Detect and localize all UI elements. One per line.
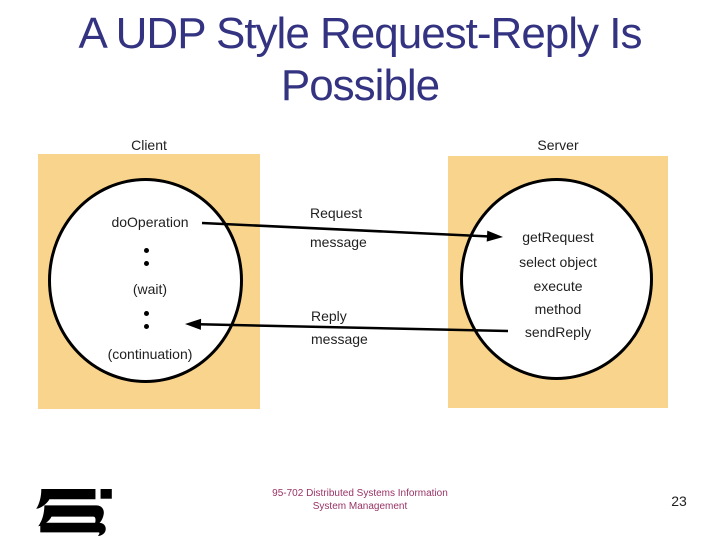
client-label: Client — [131, 137, 167, 153]
server-process-ellipse — [460, 178, 653, 380]
ellipsis-dot — [144, 248, 149, 253]
page-number: 23 — [671, 493, 687, 509]
client-process-ellipse — [48, 178, 243, 383]
server-step-method: method — [534, 301, 582, 317]
server-step-getrequest: getRequest — [522, 229, 594, 245]
server-label: Server — [537, 137, 579, 153]
ellipsis-dot — [144, 311, 149, 316]
school-logo — [36, 489, 112, 536]
client-step-continuation: (continuation) — [107, 346, 193, 362]
request-arrow-label-line1: Request — [310, 205, 363, 221]
server-step-select-object: select object — [519, 254, 597, 270]
server-step-execute: execute — [533, 278, 583, 294]
footer-course-line2: System Management — [312, 501, 408, 512]
ellipsis-dot — [144, 324, 149, 329]
page-title: A UDP Style Request-Reply Is Possible — [0, 8, 720, 112]
reply-arrow-label-line2: message — [311, 331, 368, 347]
reply-arrow-label-line1: Reply — [311, 308, 347, 324]
client-step-wait: (wait) — [132, 281, 168, 297]
request-arrow-label-line2: message — [310, 234, 367, 250]
footer-course-text: 95-702 Distributed Systems Information S… — [0, 487, 720, 513]
title-line-2: Possible — [280, 61, 440, 110]
title-line-1: A UDP Style Request-Reply Is — [78, 9, 643, 58]
server-step-sendreply: sendReply — [524, 324, 592, 340]
footer-course-line1: 95-702 Distributed Systems Information — [272, 488, 448, 499]
ellipsis-dot — [144, 261, 149, 266]
client-step-dooperation: doOperation — [111, 214, 189, 230]
